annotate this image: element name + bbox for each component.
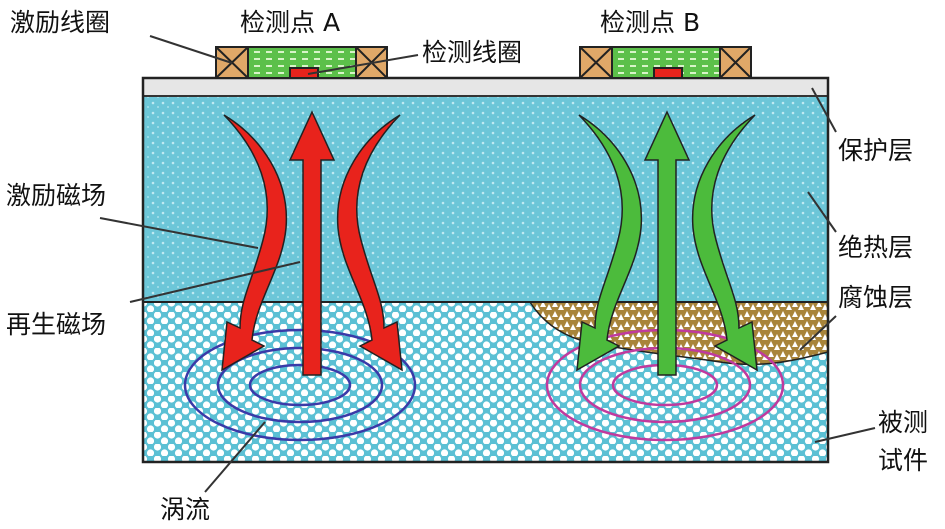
eddy-current-a [183,328,417,442]
protective-layer [142,77,829,97]
label-detection-coil: 检测线圈 [422,38,523,67]
probe-a [215,46,388,79]
label-specimen-2: 试件 [878,446,929,475]
label-eddy-current: 涡流 [160,495,211,524]
label-corrosion-layer: 腐蚀层 [838,283,914,312]
label-insulation-layer: 绝热层 [838,233,914,262]
regenerated-field-arrow [288,110,336,376]
label-specimen-1: 被测 [878,408,929,437]
magnetic-field-arrows-a [221,110,403,376]
label-protective-layer: 保护层 [838,136,914,165]
excitation-field-arrow-right [336,114,403,372]
leader-lines [99,35,876,493]
label-excitation-coil: 激励线圈 [10,8,111,37]
label-point-a: 检测点 A [240,8,341,37]
label-regenerated-field: 再生磁场 [6,310,107,339]
probe-b [579,46,752,79]
label-point-b: 检测点 B [600,8,701,37]
excitation-field-arrow-left [221,114,288,372]
magnetic-field-arrows-b [576,110,758,376]
label-excitation-field: 激励磁场 [6,181,107,210]
